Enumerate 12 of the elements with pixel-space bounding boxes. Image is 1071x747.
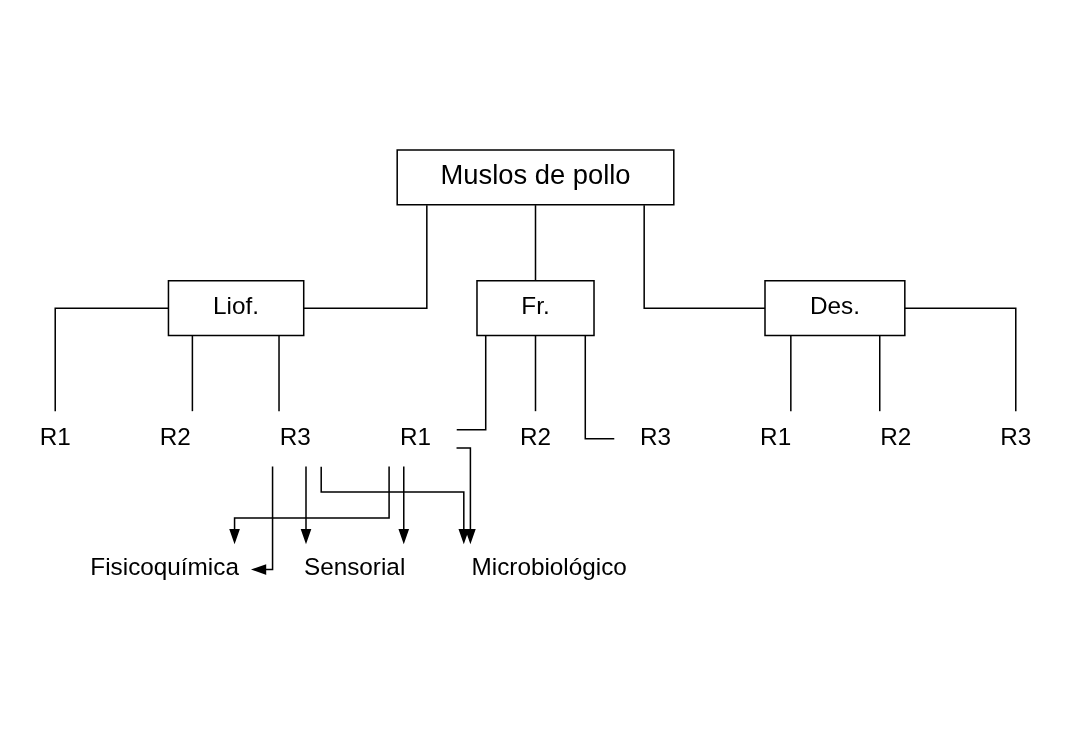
node-text: R2 <box>880 422 912 450</box>
node-text: Microbiológico <box>471 553 627 581</box>
node-text: R3 <box>1000 422 1032 450</box>
node-text: R3 <box>640 422 672 450</box>
node-text: R3 <box>279 422 311 450</box>
node-text: R2 <box>519 422 552 450</box>
node-text: R1 <box>399 422 431 450</box>
node-text: Sensorial <box>303 553 406 581</box>
node-text: R1 <box>39 422 71 450</box>
node-text: R2 <box>159 422 191 450</box>
node-text: R1 <box>760 422 792 450</box>
node-text: Fisicoquímica <box>90 553 239 581</box>
